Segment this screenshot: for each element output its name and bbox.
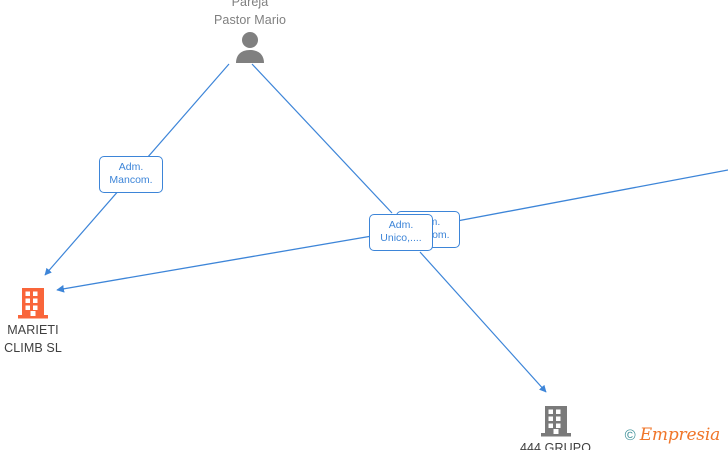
edge-label-line1: Adm. — [118, 161, 144, 173]
edge-label-line2: Unico,.... — [380, 232, 422, 244]
edge-center-to-grupo — [419, 251, 547, 393]
edge-person-to-center — [251, 63, 393, 214]
brand-name: Empresia — [639, 425, 720, 445]
node-company-grupo[interactable]: 444 GRUPO — [498, 404, 613, 450]
edge-label-line1: Adm. — [388, 219, 414, 231]
edge-label-adm-unico-center[interactable]: Adm. Unico,.... — [369, 214, 433, 251]
person-icon — [174, 31, 326, 63]
copyright-icon: © — [624, 427, 636, 444]
node-person-pastor-mario[interactable]: Pareja Pastor Mario — [174, 0, 326, 63]
node-person-label-line1: Pareja — [231, 0, 269, 9]
node-company-label-line1: 444 GRUPO — [519, 441, 592, 450]
building-icon — [498, 404, 613, 438]
edge-label-adm-mancom-left[interactable]: Adm. Mancom. — [99, 156, 163, 193]
edge-label-line2: Mancom. — [109, 174, 153, 186]
node-company-marieti-climb[interactable]: MARIETI CLIMB SL — [0, 286, 88, 356]
edge-center-to-right-offscreen — [456, 169, 728, 222]
building-icon — [0, 286, 88, 320]
node-company-label-line1: MARIETI — [7, 323, 59, 337]
node-company-label-line2: CLIMB SL — [4, 341, 62, 355]
node-person-label-line2: Pastor Mario — [213, 13, 287, 27]
empresia-watermark: © Empresia — [624, 425, 721, 445]
edge-center-to-marieti — [56, 235, 373, 293]
